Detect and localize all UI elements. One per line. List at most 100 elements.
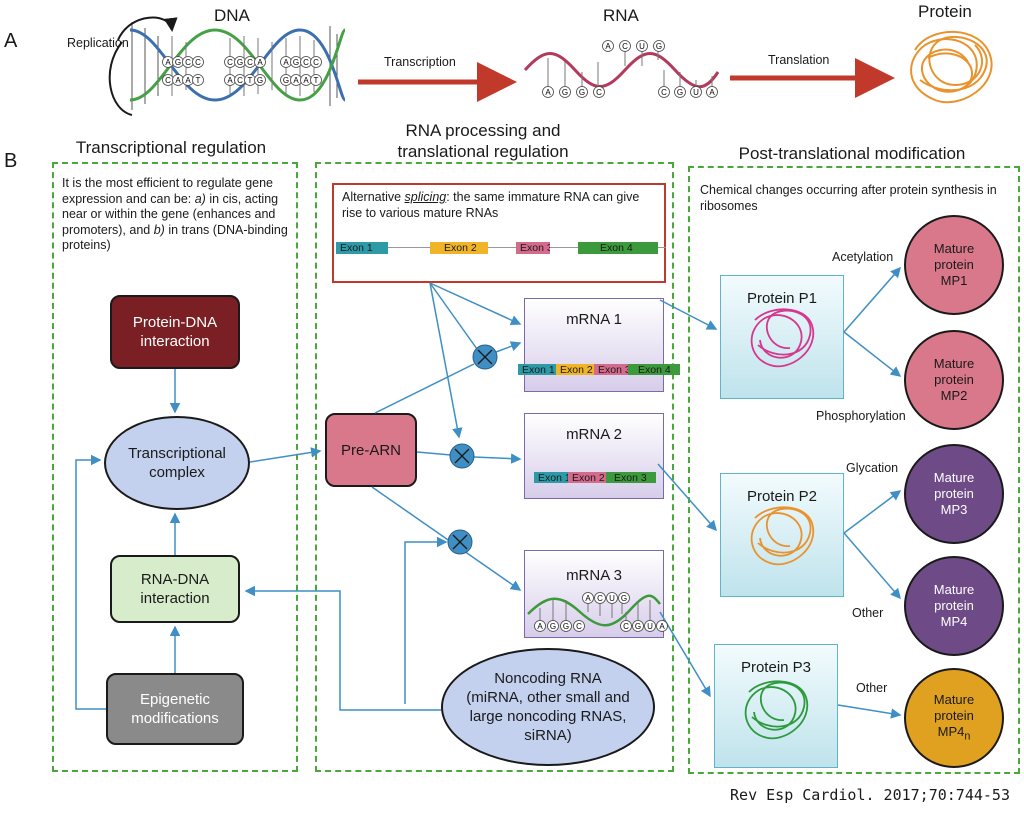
svg-text:G: G [579,88,585,97]
dna-base-top: A [162,56,174,68]
rna-base-bottom: U [690,86,702,98]
rna-base-top: U [636,40,648,52]
splicing-box [332,183,666,283]
svg-text:G: G [562,88,568,97]
mrna1-exon-1: Exon 1 [518,364,556,375]
mrna2-exon-1: Exon 1 [534,472,568,483]
svg-text:U: U [639,42,645,51]
mp4n-label: Mature protein MP4 [933,691,975,739]
dna-base-top: A [280,56,292,68]
protein-dna-interaction-box: Protein-DNA interaction [110,295,240,369]
dna-base-bottom: C [162,74,174,86]
mature-protein-mp3: Mature protein MP3 [904,444,1004,544]
splicing-exon-4: Exon 4 [578,242,658,254]
dna-base-bottom: A [182,74,194,86]
mrna-3-box: mRNA 3 [524,550,664,638]
mrna2-exon-3: Exon 2 [568,472,606,483]
svg-text:A: A [293,76,299,85]
svg-text:C: C [313,58,319,67]
rna-dna-interaction-box: RNA-DNA interaction [110,555,240,623]
svg-text:A: A [257,58,263,67]
rna-base-bottom: C [658,86,670,98]
dna-base-bottom: T [192,74,204,86]
dna-base-bottom: A [224,74,236,86]
svg-text:G: G [283,76,289,85]
dna-base-bottom: A [290,74,302,86]
dna-base-top: G [234,56,246,68]
mrna1-exon-3: Exon 3 [594,364,628,375]
splicing-strand [336,247,666,248]
rna-base-bottom: C [593,86,605,98]
other-label-2: Other [856,681,888,695]
mrna-1-box: mRNA 1 [524,298,664,392]
epigenetic-modifications-box: Epigenetic modifications [106,673,244,745]
svg-text:G: G [677,88,683,97]
mrna-2-box: mRNA 2 [524,413,664,499]
rna-base-top: A [602,40,614,52]
left-section-frame [52,162,298,772]
mrna-1-label: mRNA 1 [566,311,622,328]
svg-text:G: G [293,58,299,67]
svg-text:A: A [605,42,611,51]
svg-text:A: A [545,88,551,97]
svg-text:C: C [227,58,233,67]
dna-label: DNA [214,6,250,25]
protein-p2-box: Protein P2 [720,473,844,597]
protein-p1-label: Protein P1 [746,290,818,307]
protein-blob [910,30,993,104]
svg-text:T: T [248,76,253,85]
dna-base-bottom: G [254,74,266,86]
mrna2-exon-4: Exon 3 [606,472,656,483]
dna-base-bottom: C [234,74,246,86]
dna-base-top: C [182,56,194,68]
svg-text:G: G [237,58,243,67]
dna-base-top: C [310,56,322,68]
glycation-label: Glycation [846,461,899,475]
protein-label: Protein [918,2,972,21]
svg-text:A: A [227,76,233,85]
mp4n-subscript: n [964,730,971,743]
transcription-label: Transcription [384,55,456,69]
transcriptional-complex-ellipse: Transcriptional complex [104,416,250,510]
svg-text:A: A [283,58,289,67]
dna-base-bottom: A [172,74,184,86]
svg-text:T: T [314,76,319,85]
svg-text:A: A [185,76,191,85]
splicing-note: Alternative splicing: the same immature … [342,190,640,220]
dna-base-bottom: T [310,74,322,86]
svg-text:G: G [175,58,181,67]
dna-base-bottom: G [280,74,292,86]
svg-text:C: C [247,58,253,67]
mrna1-exon-4: Exon 4 [628,364,680,375]
transcriptional-note: It is the most efficient to regulate gen… [62,176,288,252]
post-translational-note: Chemical changes occurring after protein… [700,183,997,213]
splicing-exon-3: Exon 3 [516,242,550,254]
splicing-exon-2: Exon 2 [430,242,488,254]
svg-text:A: A [175,76,181,85]
svg-text:A: A [303,76,309,85]
svg-text:C: C [165,76,171,85]
dna-base-top: C [224,56,236,68]
rna-base-bottom: G [674,86,686,98]
svg-text:C: C [185,58,191,67]
dna-base-bottom: T [244,74,256,86]
svg-text:C: C [622,42,628,51]
protein-p1-box: Protein P1 [720,275,844,399]
mrna-3-label: mRNA 3 [566,567,622,584]
rna-base-bottom: A [706,86,718,98]
protein-p3-label: Protein P3 [740,659,812,676]
dna-base-top: G [290,56,302,68]
svg-text:U: U [693,88,699,97]
dna-base-bottom: A [300,74,312,86]
svg-text:G: G [257,76,263,85]
protein-p3-box: Protein P3 [714,644,838,768]
noncoding-rna-ellipse: Noncoding RNA (miRNA, other small and la… [441,648,655,766]
svg-text:C: C [596,88,602,97]
mrna-2-label: mRNA 2 [566,426,622,443]
svg-text:C: C [303,58,309,67]
svg-text:G: G [656,42,662,51]
replication-arrow [117,16,178,41]
left-section-title: Transcriptional regulation [75,138,267,157]
